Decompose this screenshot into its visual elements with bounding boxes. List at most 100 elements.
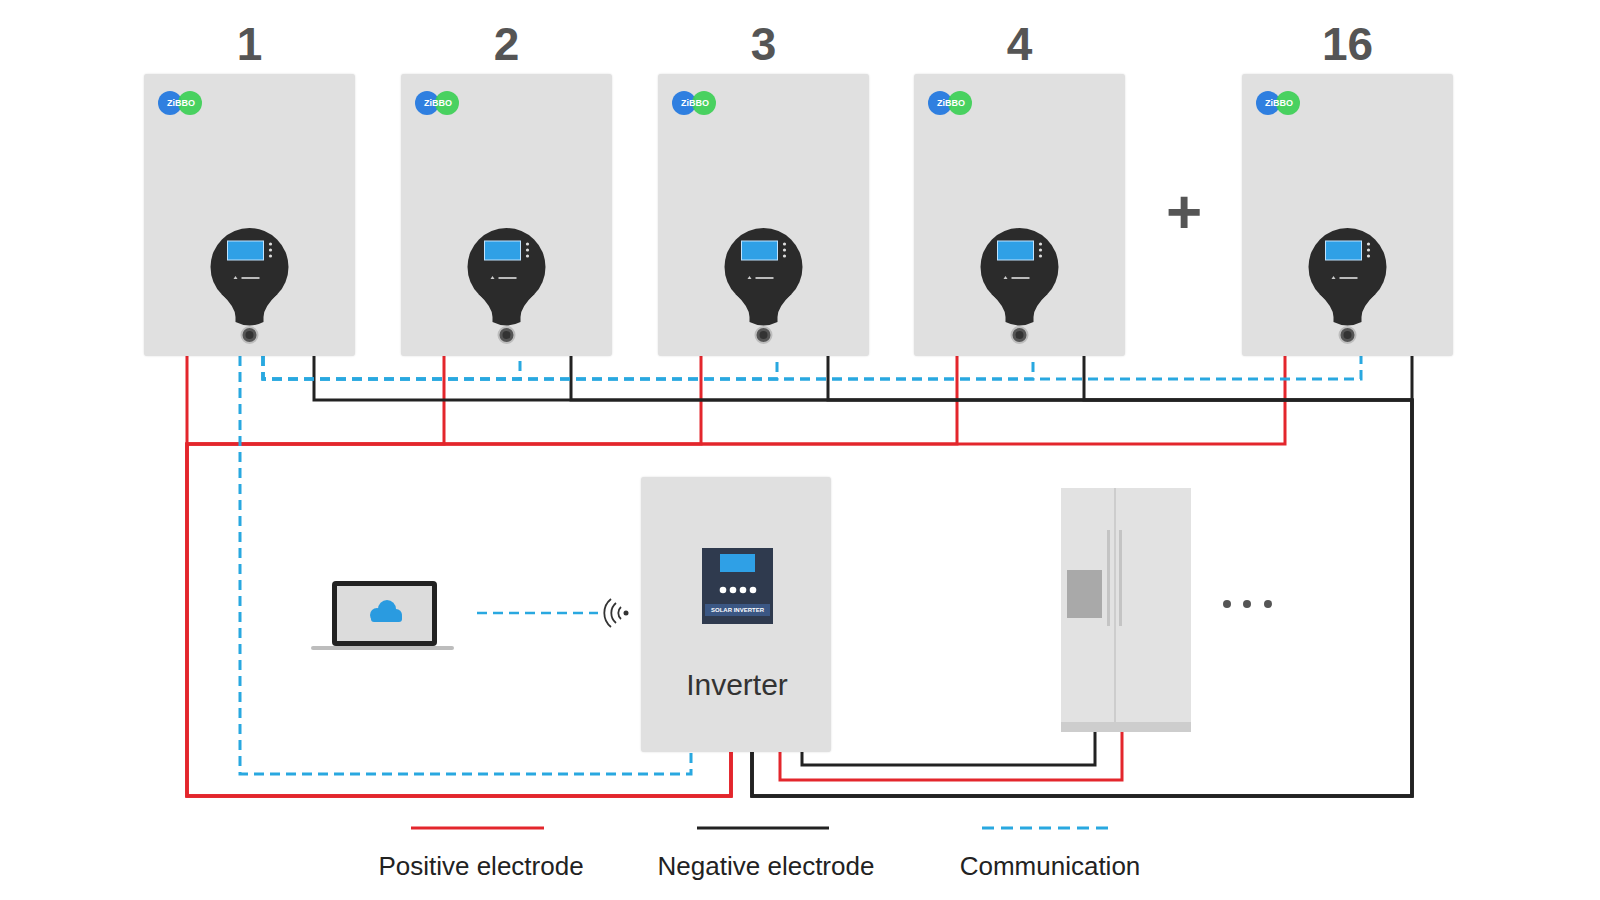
- display-bulb: [479, 294, 535, 326]
- fridge-door-split: [1114, 488, 1116, 722]
- inverter-illustration: [641, 477, 831, 752]
- negative-wire: [802, 732, 1095, 765]
- battery-illustration: [658, 74, 869, 356]
- power-button: [499, 327, 515, 343]
- fridge-body: [1061, 488, 1191, 732]
- communication-line: [263, 356, 1361, 379]
- indicator-led: [783, 242, 786, 245]
- positive-wire: [780, 732, 1122, 780]
- power-button: [246, 331, 254, 339]
- communication-line: [263, 356, 1033, 379]
- brand-logo-text: ZiBBO: [424, 99, 452, 108]
- module-number: 3: [751, 21, 777, 67]
- indicator-led: [269, 254, 272, 257]
- legend-text: Communication: [960, 853, 1141, 879]
- laptop-body: [332, 581, 437, 646]
- indicator-led: [1039, 248, 1042, 251]
- battery-illustration: [401, 74, 612, 356]
- indicator-led: [1039, 242, 1042, 245]
- display-screen: [1326, 241, 1362, 260]
- status-bar: [499, 277, 517, 279]
- negative-wire: [314, 356, 1412, 796]
- inverter-box: SOLAR INVERTER Inverter: [641, 477, 831, 752]
- wifi-symbol: [618, 607, 621, 619]
- wifi-symbol: [611, 603, 616, 623]
- battery-module: 2ZiBBO: [401, 74, 612, 356]
- status-bar: [242, 277, 260, 279]
- legend-line-sample: [411, 827, 544, 830]
- power-button: [503, 331, 511, 339]
- power-button: [242, 327, 258, 343]
- module-number: 2: [494, 21, 520, 67]
- brand-logo-text: ZiBBO: [937, 99, 965, 108]
- power-button: [1012, 327, 1028, 343]
- ellipsis-dot: [1223, 600, 1231, 608]
- indicator-led: [1367, 242, 1370, 245]
- battery-module: 4ZiBBO: [914, 74, 1125, 356]
- fridge-handle: [1107, 530, 1110, 626]
- module-number: 1: [237, 21, 263, 67]
- legend-text: Negative electrode: [658, 853, 875, 879]
- battery-module: 16ZiBBO: [1242, 74, 1453, 356]
- module-number: 4: [1007, 21, 1033, 67]
- fridge-base: [1061, 722, 1191, 732]
- control-button: [730, 587, 737, 594]
- wifi-symbol: [624, 611, 629, 616]
- communication-line: [263, 356, 777, 379]
- control-button: [740, 587, 747, 594]
- display-caption: SOLAR INVERTER: [711, 607, 764, 613]
- module-number: 16: [1322, 21, 1373, 67]
- status-symbol: [1004, 276, 1008, 279]
- display-screen: [720, 554, 755, 572]
- brand-logo-text: ZiBBO: [167, 99, 195, 108]
- display-screen: [998, 241, 1034, 260]
- legend-line-sample: [697, 827, 829, 830]
- display-band: [705, 604, 770, 616]
- positive-wire: [187, 356, 1285, 796]
- indicator-led: [526, 242, 529, 245]
- indicator-led: [783, 248, 786, 251]
- laptop-screen: [337, 586, 432, 641]
- positive-wire: [187, 356, 957, 796]
- cloud-icon: [371, 614, 402, 622]
- status-symbol: [491, 276, 495, 279]
- status-bar: [1340, 277, 1358, 279]
- negative-wire: [752, 356, 1412, 796]
- display-screen: [742, 241, 778, 260]
- display-bulb: [222, 294, 278, 326]
- indicator-led: [269, 248, 272, 251]
- display-screen: [228, 241, 264, 260]
- communication-line: [263, 356, 520, 379]
- display-bulb: [992, 294, 1048, 326]
- legend-text: Positive electrode: [378, 853, 583, 879]
- device-label: Inverter: [686, 670, 788, 700]
- ellipsis-dot: [1243, 600, 1251, 608]
- laptop-base: [311, 646, 454, 650]
- battery-illustration: [1242, 74, 1453, 356]
- status-symbol: [234, 276, 238, 279]
- indicator-led: [783, 254, 786, 257]
- battery-module: 3ZiBBO: [658, 74, 869, 356]
- display-bulb: [1320, 294, 1376, 326]
- indicator-led: [526, 254, 529, 257]
- display-screen: [485, 241, 521, 260]
- status-symbol: [748, 276, 752, 279]
- power-button: [1344, 331, 1352, 339]
- wifi-symbol: [604, 599, 611, 627]
- power-button: [756, 327, 772, 343]
- indicator-led: [269, 242, 272, 245]
- power-button: [1016, 331, 1024, 339]
- power-button: [760, 331, 768, 339]
- indicator-led: [1039, 254, 1042, 257]
- status-bar: [756, 277, 774, 279]
- brand-logo-text: ZiBBO: [681, 99, 709, 108]
- brand-logo-text: ZiBBO: [1265, 99, 1293, 108]
- ellipsis-dot: [1264, 600, 1272, 608]
- battery-illustration: [144, 74, 355, 356]
- battery-module: 1ZiBBO: [144, 74, 355, 356]
- control-button: [750, 587, 757, 594]
- negative-wire: [752, 356, 1412, 796]
- status-bar: [1012, 277, 1030, 279]
